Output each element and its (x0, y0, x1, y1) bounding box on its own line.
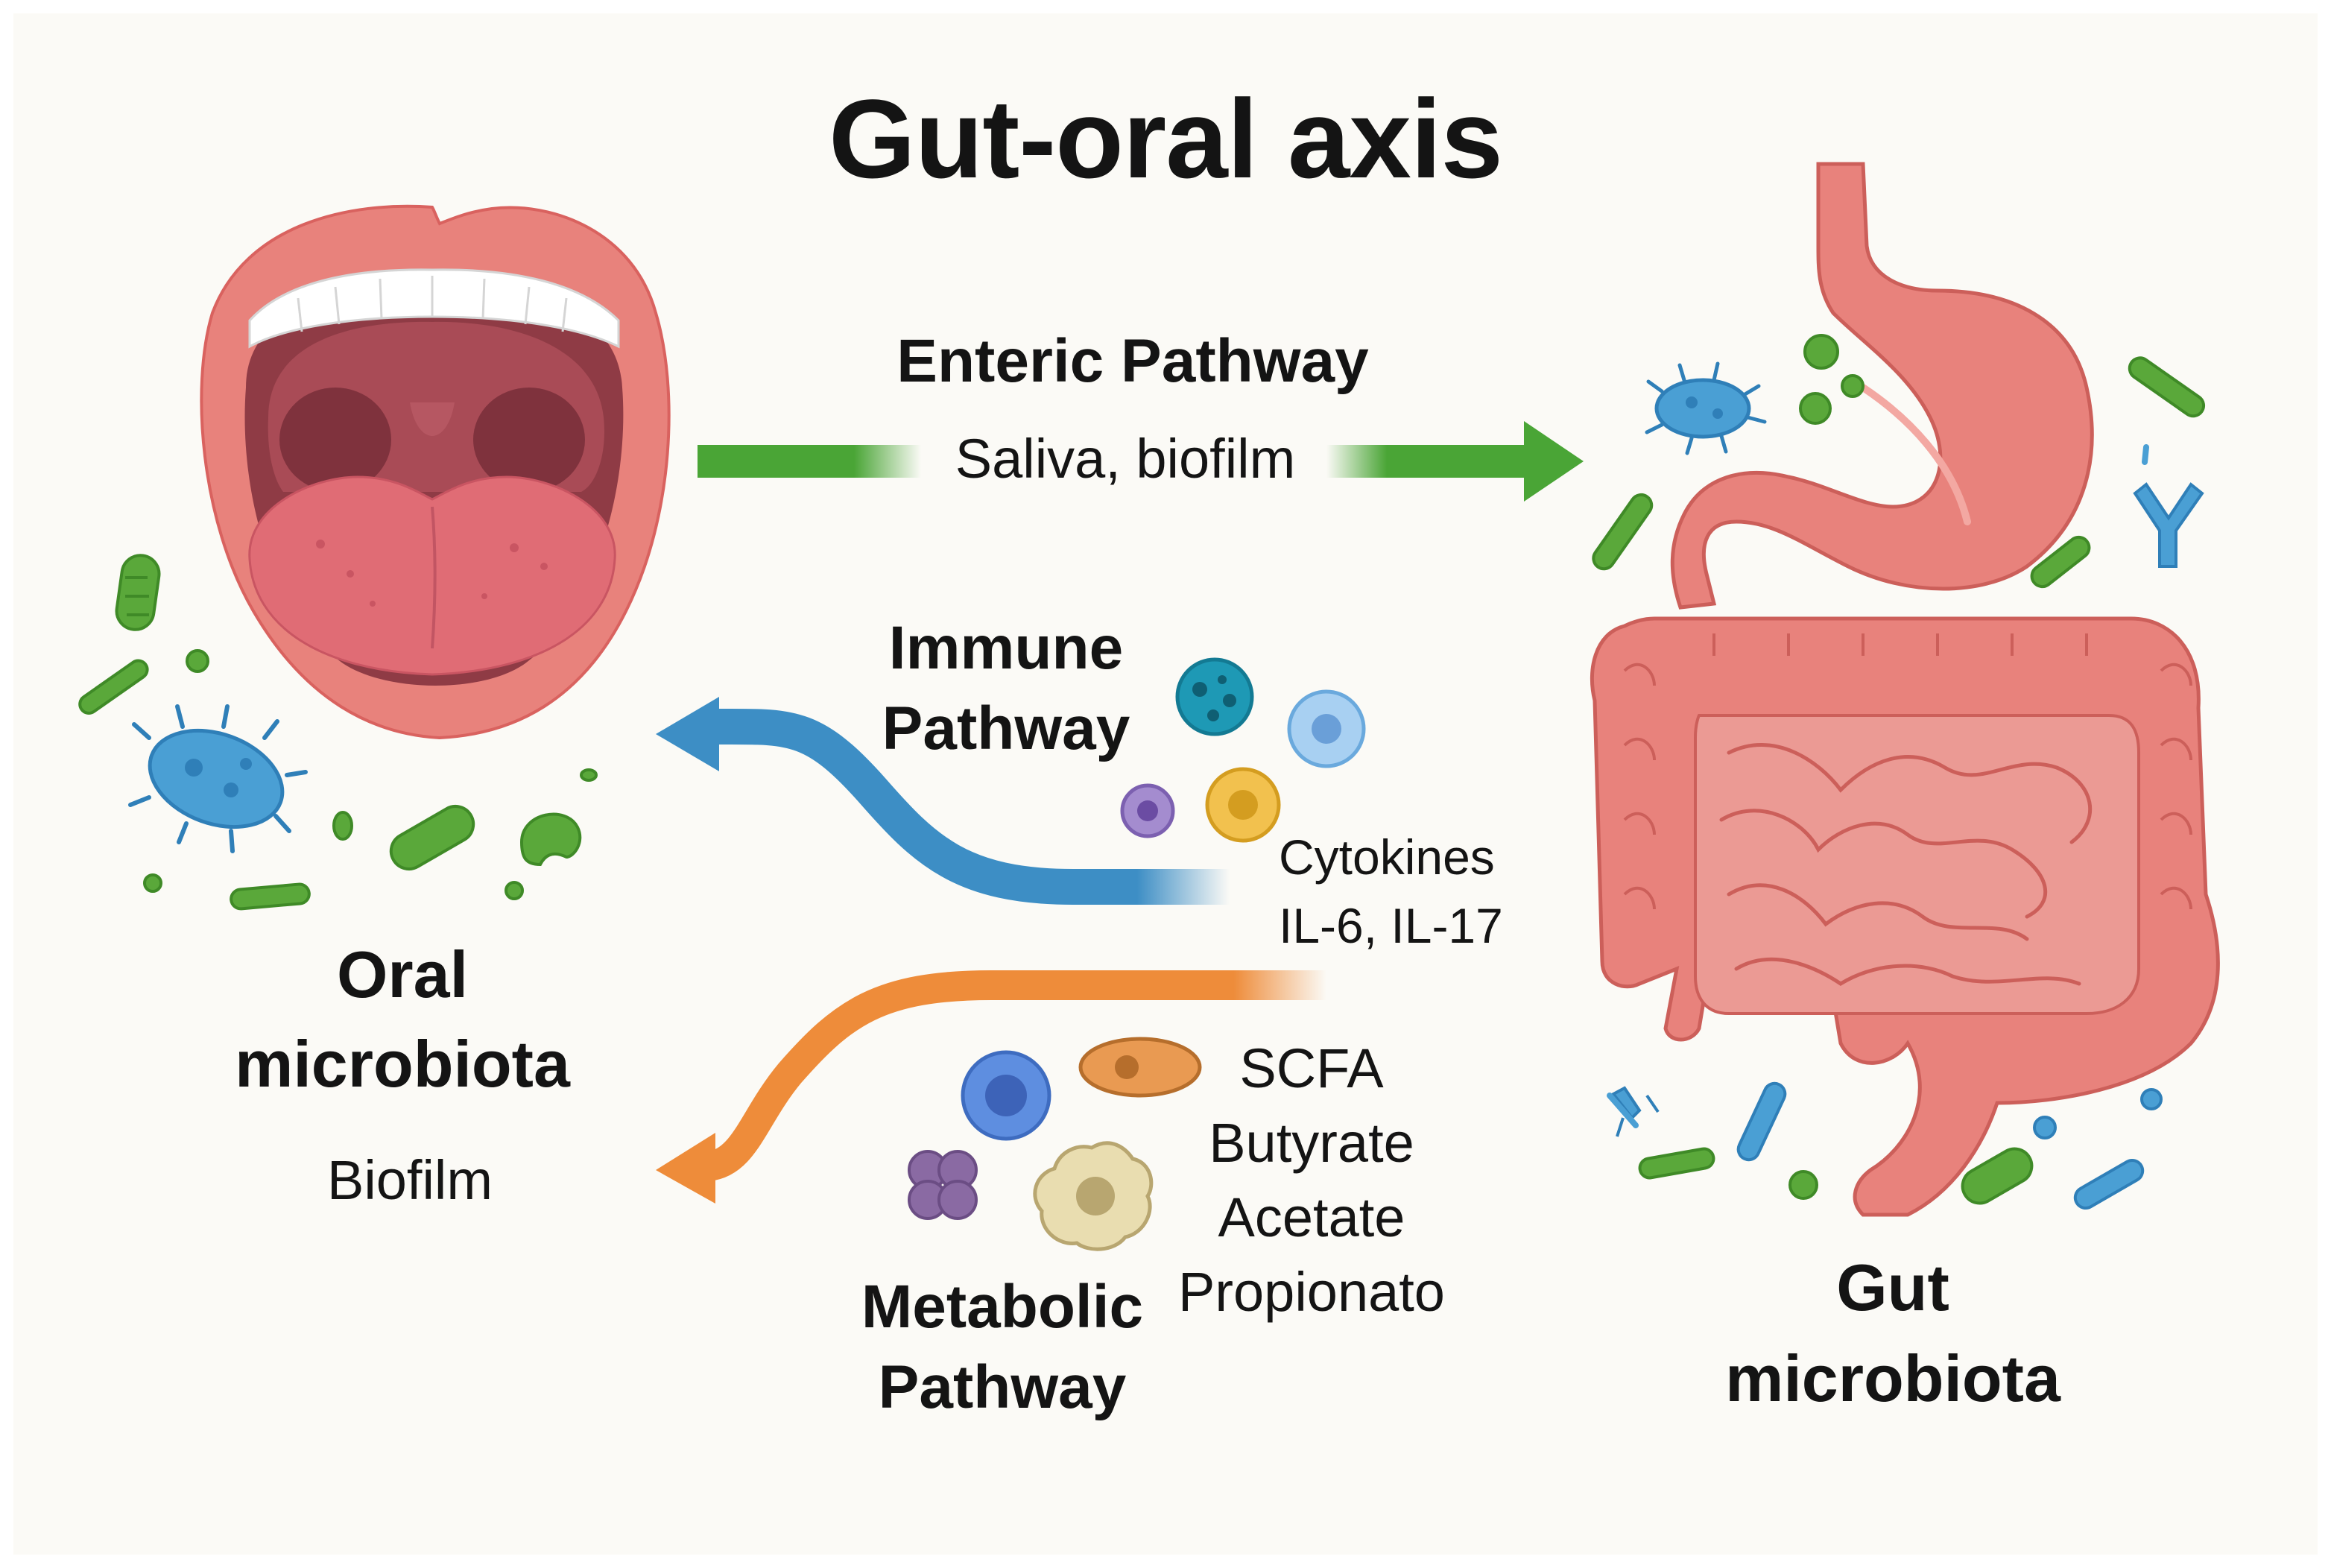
enteric-pathway-label: Enteric Pathway (896, 327, 1369, 395)
light-blue-immune-cell-icon (1287, 689, 1366, 768)
immune-pathway-arrow (656, 697, 1230, 905)
enteric-pathway-arrow (698, 421, 1584, 502)
beige-cell-icon (1033, 1141, 1154, 1251)
orange-cell-icon (1078, 1037, 1202, 1098)
oral-biofilm-label: Biofilm (326, 1149, 493, 1211)
metabolic-cells (908, 1037, 1202, 1251)
teal-immune-cell-icon (1175, 657, 1254, 736)
gut-microbiota-label-line2: microbiota (1725, 1341, 2060, 1415)
purple-cluster-icon (908, 1150, 978, 1220)
enteric-pathway-detail: Saliva, biofilm (955, 428, 1296, 490)
gut-bacteria-cluster (1592, 334, 2206, 1210)
metabolite-scfa: SCFA (1239, 1037, 1384, 1099)
metabolite-acetate: Acetate (1218, 1186, 1405, 1248)
blue-bacterium-icon (128, 704, 308, 853)
purple-immune-cell-icon (1120, 783, 1175, 838)
metabolite-butyrate: Butyrate (1209, 1112, 1414, 1174)
metabolic-pathway-arrow (656, 970, 1326, 1204)
immune-pathway-label-line2: Pathway (882, 695, 1130, 762)
intestines-illustration (1590, 616, 2220, 1217)
oral-microbiota-label-line1: Oral (336, 938, 469, 1011)
immune-detail-cytokines: Cytokines (1279, 829, 1495, 885)
yellow-immune-cell-icon (1205, 767, 1281, 843)
immune-pathway-label-line1: Immune (888, 614, 1124, 682)
diagram-title: Gut-oral axis (829, 76, 1503, 201)
immune-cells (1120, 657, 1366, 843)
gut-microbiota-label-line1: Gut (1836, 1251, 1949, 1324)
open-mouth-illustration (200, 204, 671, 740)
gut-blue-bacterium-icon (1645, 361, 1767, 455)
oral-bacteria-cluster (78, 554, 598, 911)
oral-microbiota-label-line2: microbiota (235, 1027, 570, 1101)
blue-cell-icon (961, 1050, 1051, 1141)
stomach-illustration (1670, 162, 2094, 610)
metabolic-pathway-label-line2: Pathway (878, 1353, 1127, 1421)
metabolic-pathway-label-line1: Metabolic (861, 1273, 1144, 1341)
immune-detail-interleukins: IL-6, IL-17 (1279, 898, 1503, 953)
metabolite-propionato: Propionato (1178, 1261, 1445, 1323)
